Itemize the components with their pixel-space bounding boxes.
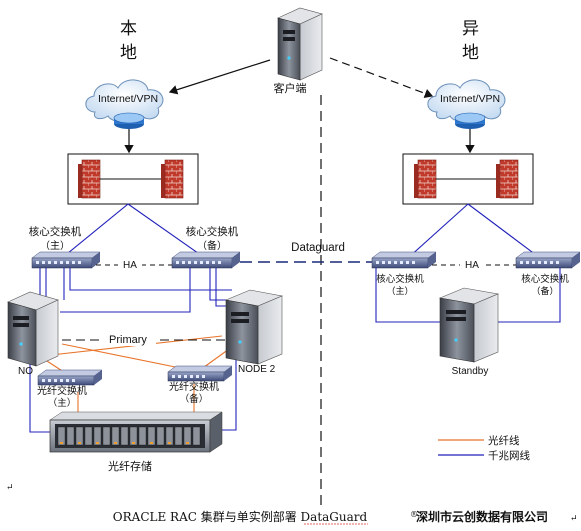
local-core-switch-2-label: 核心交换机 （备） [186,225,239,252]
fc-switch-1-role: （主） [48,397,77,409]
local-cloud-label: Internet/VPN [98,93,158,105]
client-to-remote-link [329,57,434,98]
local-ha-label: HA [123,260,137,271]
client-label: 客户端 [274,81,307,95]
local-firewall-left-icon [78,159,101,199]
remote-cloud-icon [427,79,506,123]
legend-ethernet-label: 千兆网线 [488,449,530,462]
local-router-icon [113,112,145,129]
remote-core-switch-2-name: 核心交换机 [521,273,569,285]
remote-ha-label: HA [465,260,479,271]
storage-label: 光纤存储 [108,459,152,473]
footer-registered-mark: ® [410,510,418,519]
remote-router-icon [454,112,486,129]
node1-label: NO [18,366,33,377]
footer-caption: ORACLE RAC 集群与单实例部署 DataGuard [113,509,368,524]
remote-core-switch-2-icon [515,251,581,269]
node2-label: NODE 2 [238,364,276,375]
fc-switch-2-icon [167,365,233,382]
paragraph-mark-1: ↵ [6,483,14,493]
standby-label: Standby [452,366,489,377]
remote-core-switch-1-name: 核心交换机 [376,273,424,285]
footer-company: 深圳市云创数据有限公司 [416,509,548,524]
local-firewall-box [67,153,199,205]
remote-site-char-1: 异 [462,19,479,39]
local-core-switch-2-name: 核心交换机 [186,225,239,238]
client-to-local-link [168,59,271,95]
remote-core-switch-2-label: 核心交换机 （备） [521,273,569,297]
primary-label: Primary [109,334,147,346]
local-core-switch-2-icon [171,251,241,269]
fiber-storage-icon [49,411,223,453]
remote-firewall-right-icon [496,159,519,199]
local-site-char-1: 本 [120,19,137,39]
remote-core-switch-1-role: （主） [386,285,413,297]
fc-switch-2-name: 光纤交换机 [169,380,219,393]
local-core-switch-2-role: （备） [197,239,227,252]
fc-switch-2-label: 光纤交换机 （备） [169,380,219,405]
local-core-switch-1-icon [31,251,101,269]
local-core-switch-1-label: 核心交换机 （主） [29,225,82,252]
fc-switch-2-role: （备） [180,393,209,405]
remote-site-title: 异 地 [462,19,479,63]
remote-site-char-2: 地 [462,43,479,63]
local-cloud-icon [85,79,164,123]
dataguard-label: Dataguard [291,242,345,254]
remote-core-switch-1-label: 核心交换机 （主） [376,273,424,297]
local-core-switch-1-name: 核心交换机 [29,225,82,238]
remote-cloud-label: Internet/VPN [440,93,500,105]
fc-switch-1-label: 光纤交换机 （主） [37,384,87,409]
client-server-icon [277,7,323,81]
local-site-title: 本 地 [120,19,137,63]
fc-switch-1-icon [37,369,103,386]
standby-server-icon [438,287,500,363]
remote-firewall-left-icon [414,159,437,199]
remote-ethernet-links [375,203,561,323]
legend-fiber-label: 光纤线 [488,434,520,447]
local-site-char-2: 地 [120,43,137,63]
paragraph-mark-2: ↵ [570,514,578,524]
legend: 光纤线 千兆网线 [438,434,530,462]
local-firewall-right-icon [161,159,184,199]
node1-server-icon [7,291,59,367]
remote-core-switch-1-icon [371,251,437,269]
remote-core-switch-2-role: （备） [531,285,558,297]
local-core-switch-1-role: （主） [40,240,70,252]
local-ethernet-links [29,203,237,433]
remote-firewall-box [402,153,534,205]
fc-switch-1-name: 光纤交换机 [37,384,87,397]
node2-server-icon [224,289,284,365]
